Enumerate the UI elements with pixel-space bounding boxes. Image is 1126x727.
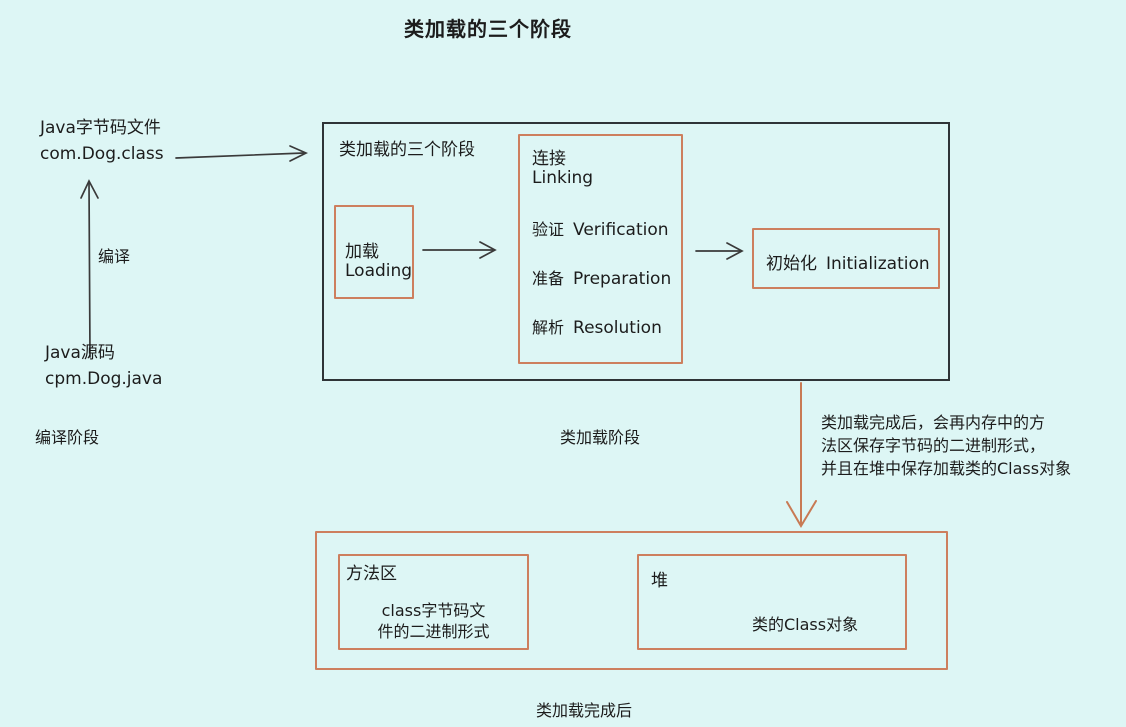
resolution-en: Resolution xyxy=(573,318,662,338)
page-title: 类加载的三个阶段 xyxy=(404,17,572,41)
arrow-loaded-down xyxy=(786,382,817,528)
loaded-note-line1: 类加载完成后，会再内存中的方 xyxy=(821,413,1046,432)
verification-zh: 验证 xyxy=(532,220,565,239)
loading-label-en: Loading xyxy=(345,261,413,281)
preparation-zh: 准备 xyxy=(532,269,565,288)
source-file-line1: Java源码 xyxy=(45,343,115,363)
verification-en: Verification xyxy=(573,220,669,240)
load-stage-label: 类加载阶段 xyxy=(560,428,641,447)
arrow-bytecode-to-loader xyxy=(175,145,309,162)
initialization-label: 初始化 Initialization xyxy=(766,249,930,277)
heap-content: 类的Class对象 xyxy=(752,615,859,634)
resolution-zh: 解析 xyxy=(532,318,565,337)
compile-arrow-label: 编译 xyxy=(98,247,131,266)
bytecode-file-line1: Java字节码文件 xyxy=(40,118,161,138)
preparation-en: Preparation xyxy=(573,269,672,289)
loading-label-zh: 加载 xyxy=(345,242,379,262)
method-area-box: 方法区 class字节码文 件的二进制形式 xyxy=(338,554,529,650)
loaded-note-line2: 法区保存字节码的二进制形式， xyxy=(821,436,1046,455)
initialization-en: Initialization xyxy=(826,254,930,274)
loaded-note: 类加载完成后，会再内存中的方 法区保存字节码的二进制形式， 并且在堆中保存加载类… xyxy=(821,411,1121,480)
class-loading-box-title: 类加载的三个阶段 xyxy=(339,140,475,160)
method-area-content: class字节码文 件的二进制形式 xyxy=(340,600,527,642)
linking-label-en: Linking xyxy=(532,168,594,188)
method-area-content-line1: class字节码文 xyxy=(381,601,486,620)
source-file-line2: cpm.Dog.java xyxy=(45,369,163,389)
after-stage-label: 类加载完成后 xyxy=(536,701,633,720)
linking-step-verification: 验证 Verification xyxy=(532,216,669,243)
heap-label: 堆 xyxy=(651,571,668,591)
bytecode-file-line2: com.Dog.class xyxy=(40,144,164,164)
bytecode-file-text: Java字节码文件 com.Dog.class xyxy=(40,115,164,167)
linking-label-zh: 连接 xyxy=(532,149,566,169)
source-file-text: Java源码 cpm.Dog.java xyxy=(45,340,162,392)
loaded-note-line3: 并且在堆中保存加载类的Class对象 xyxy=(821,459,1072,478)
compile-stage-label: 编译阶段 xyxy=(35,428,100,447)
initialization-zh: 初始化 xyxy=(766,254,817,274)
method-area-content-line2: 件的二进制形式 xyxy=(377,622,490,641)
heap-box: 堆 类的Class对象 xyxy=(637,554,907,650)
linking-step-resolution: 解析 Resolution xyxy=(532,314,662,341)
loading-box: 加载 Loading xyxy=(334,205,414,299)
linking-step-preparation: 准备 Preparation xyxy=(532,265,671,292)
class-loading-box: 类加载的三个阶段 加载 Loading 连接 Linking 验证 Verific… xyxy=(322,122,950,381)
initialization-box: 初始化 Initialization xyxy=(752,228,940,289)
method-area-label: 方法区 xyxy=(346,564,397,584)
memory-box: 方法区 class字节码文 件的二进制形式 堆 类的Class对象 xyxy=(315,531,948,670)
arrow-compile-up xyxy=(80,179,99,358)
